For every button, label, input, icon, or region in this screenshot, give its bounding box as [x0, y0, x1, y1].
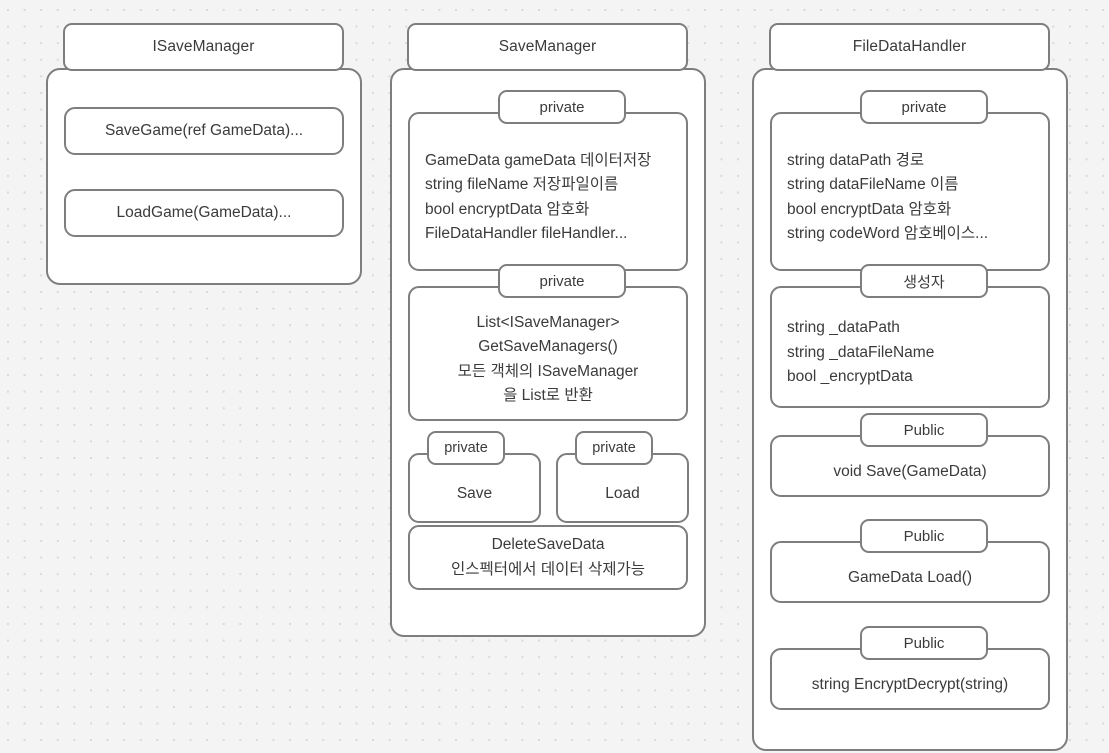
member-text: GameData Load()	[770, 547, 1050, 609]
member-tab-public[interactable]: Public	[860, 626, 988, 660]
member-isavemanager-loadgame[interactable]: LoadGame(GameData)...	[64, 189, 344, 237]
member-line: string codeWord 암호베이스...	[787, 225, 989, 242]
member-tab-label: private	[592, 440, 636, 456]
member-line: string dataFileName 이름	[787, 176, 959, 193]
member-body	[64, 189, 344, 237]
member-text: SaveGame(ref GameData)...	[64, 107, 344, 155]
member-line: string EncryptDecrypt(string)	[811, 675, 1009, 693]
member-line: FileDataHandler fileHandler...	[425, 225, 628, 242]
member-line: LoadGame(GameData)...	[116, 203, 292, 221]
class-title-label: SaveManager	[498, 38, 597, 55]
member-line: DeleteSaveData	[491, 536, 605, 553]
member-tab-private[interactable]: private	[498, 90, 626, 124]
member-tab-private[interactable]: private	[427, 431, 505, 465]
member-body	[770, 541, 1050, 603]
member-line: bool encryptData 암호화	[425, 200, 590, 218]
member-filedatahandler-encryptdecrypt[interactable]: Public string EncryptDecrypt(string)	[770, 626, 1050, 710]
member-tab-public[interactable]: Public	[860, 413, 988, 447]
member-filedatahandler-fields[interactable]: private string dataPath 경로 string dataFi…	[770, 90, 1050, 271]
member-body	[408, 112, 688, 271]
member-line: GameData gameData 데이터저장	[425, 151, 652, 169]
member-line: Load	[605, 484, 640, 502]
member-savemanager-save[interactable]: private Save	[408, 431, 541, 523]
class-title-label: ISaveManager	[152, 38, 255, 55]
member-body	[770, 286, 1050, 408]
class-container-isavemanager[interactable]	[46, 68, 362, 285]
member-line: SaveGame(ref GameData)...	[104, 121, 304, 139]
member-line: 을 List로 반환	[503, 387, 593, 404]
member-tab-label: private	[444, 440, 488, 456]
member-text: void Save(GameData)	[770, 441, 1050, 503]
class-title-savemanager[interactable]: SaveManager	[407, 23, 688, 71]
class-group-savemanager: SaveManager private GameData gameData 데이…	[390, 23, 706, 637]
class-title-label: FileDataHandler	[852, 38, 967, 55]
member-tab-label: Public	[903, 421, 945, 439]
member-line: Save	[456, 484, 493, 502]
member-tab-label: Public	[903, 527, 945, 545]
member-filedatahandler-save[interactable]: Public void Save(GameData)	[770, 413, 1050, 497]
member-text: LoadGame(GameData)...	[64, 189, 344, 237]
member-body	[770, 112, 1050, 271]
member-text: DeleteSaveData 인스펙터에서 데이터 삭제가능	[408, 525, 688, 590]
member-savemanager-getsavemanagers[interactable]: private List<ISaveManager> GetSaveManage…	[408, 264, 688, 421]
member-text: Load	[556, 459, 689, 529]
member-tab-private[interactable]: private	[860, 90, 988, 124]
member-line: string fileName 저장파일이름	[425, 176, 619, 193]
member-text: string _dataPath string _dataFileName bo…	[770, 292, 1050, 414]
member-savemanager-deletesavedata[interactable]: DeleteSaveData 인스펙터에서 데이터 삭제가능	[408, 525, 688, 590]
member-line: GameData Load()	[847, 568, 973, 586]
class-group-isavemanager: ISaveManager SaveGame(ref GameData)... L…	[46, 23, 362, 285]
member-text: Save	[408, 459, 541, 529]
member-line: 모든 객체의 ISaveManager	[457, 362, 639, 380]
member-line: string dataPath 경로	[787, 151, 925, 169]
member-line: 인스펙터에서 데이터 삭제가능	[451, 560, 645, 578]
member-line: bool encryptData 암호화	[787, 200, 952, 218]
class-title-isavemanager[interactable]: ISaveManager	[63, 23, 344, 71]
member-tab-private[interactable]: private	[575, 431, 653, 465]
member-tab-private[interactable]: private	[498, 264, 626, 298]
member-savemanager-load[interactable]: private Load	[556, 431, 689, 523]
member-line: void Save(GameData)	[833, 462, 987, 480]
member-filedatahandler-constructor[interactable]: 생성자 string _dataPath string _dataFileNam…	[770, 264, 1050, 408]
class-group-filedatahandler: FileDataHandler private string dataPath …	[752, 23, 1068, 751]
member-tab-public[interactable]: Public	[860, 519, 988, 553]
member-line: string _dataPath	[787, 319, 900, 337]
member-text: string EncryptDecrypt(string)	[770, 654, 1050, 716]
member-body	[408, 525, 688, 590]
member-text: string dataPath 경로 string dataFileName 이…	[770, 118, 1050, 277]
member-tab-label: private	[901, 98, 947, 116]
member-text: GameData gameData 데이터저장 string fileName …	[408, 118, 688, 277]
member-line: string _dataFileName	[787, 343, 935, 361]
member-tab-label: 생성자	[903, 273, 945, 291]
member-filedatahandler-load[interactable]: Public GameData Load()	[770, 519, 1050, 603]
member-body	[408, 286, 688, 421]
member-tab-label: private	[539, 98, 585, 116]
member-line: List<ISaveManager>	[476, 313, 620, 331]
member-body	[64, 107, 344, 155]
member-line: bool _encryptData	[787, 368, 913, 386]
member-tab-label: private	[539, 272, 585, 290]
member-line: GetSaveManagers()	[478, 338, 618, 355]
member-tab-label: Public	[903, 634, 945, 652]
member-savemanager-fields[interactable]: private GameData gameData 데이터저장 string f…	[408, 90, 688, 271]
member-tab-constructor[interactable]: 생성자	[860, 264, 988, 298]
member-isavemanager-savegame[interactable]: SaveGame(ref GameData)...	[64, 107, 344, 155]
class-title-filedatahandler[interactable]: FileDataHandler	[769, 23, 1050, 71]
member-text: List<ISaveManager> GetSaveManagers() 모든 …	[408, 292, 688, 427]
